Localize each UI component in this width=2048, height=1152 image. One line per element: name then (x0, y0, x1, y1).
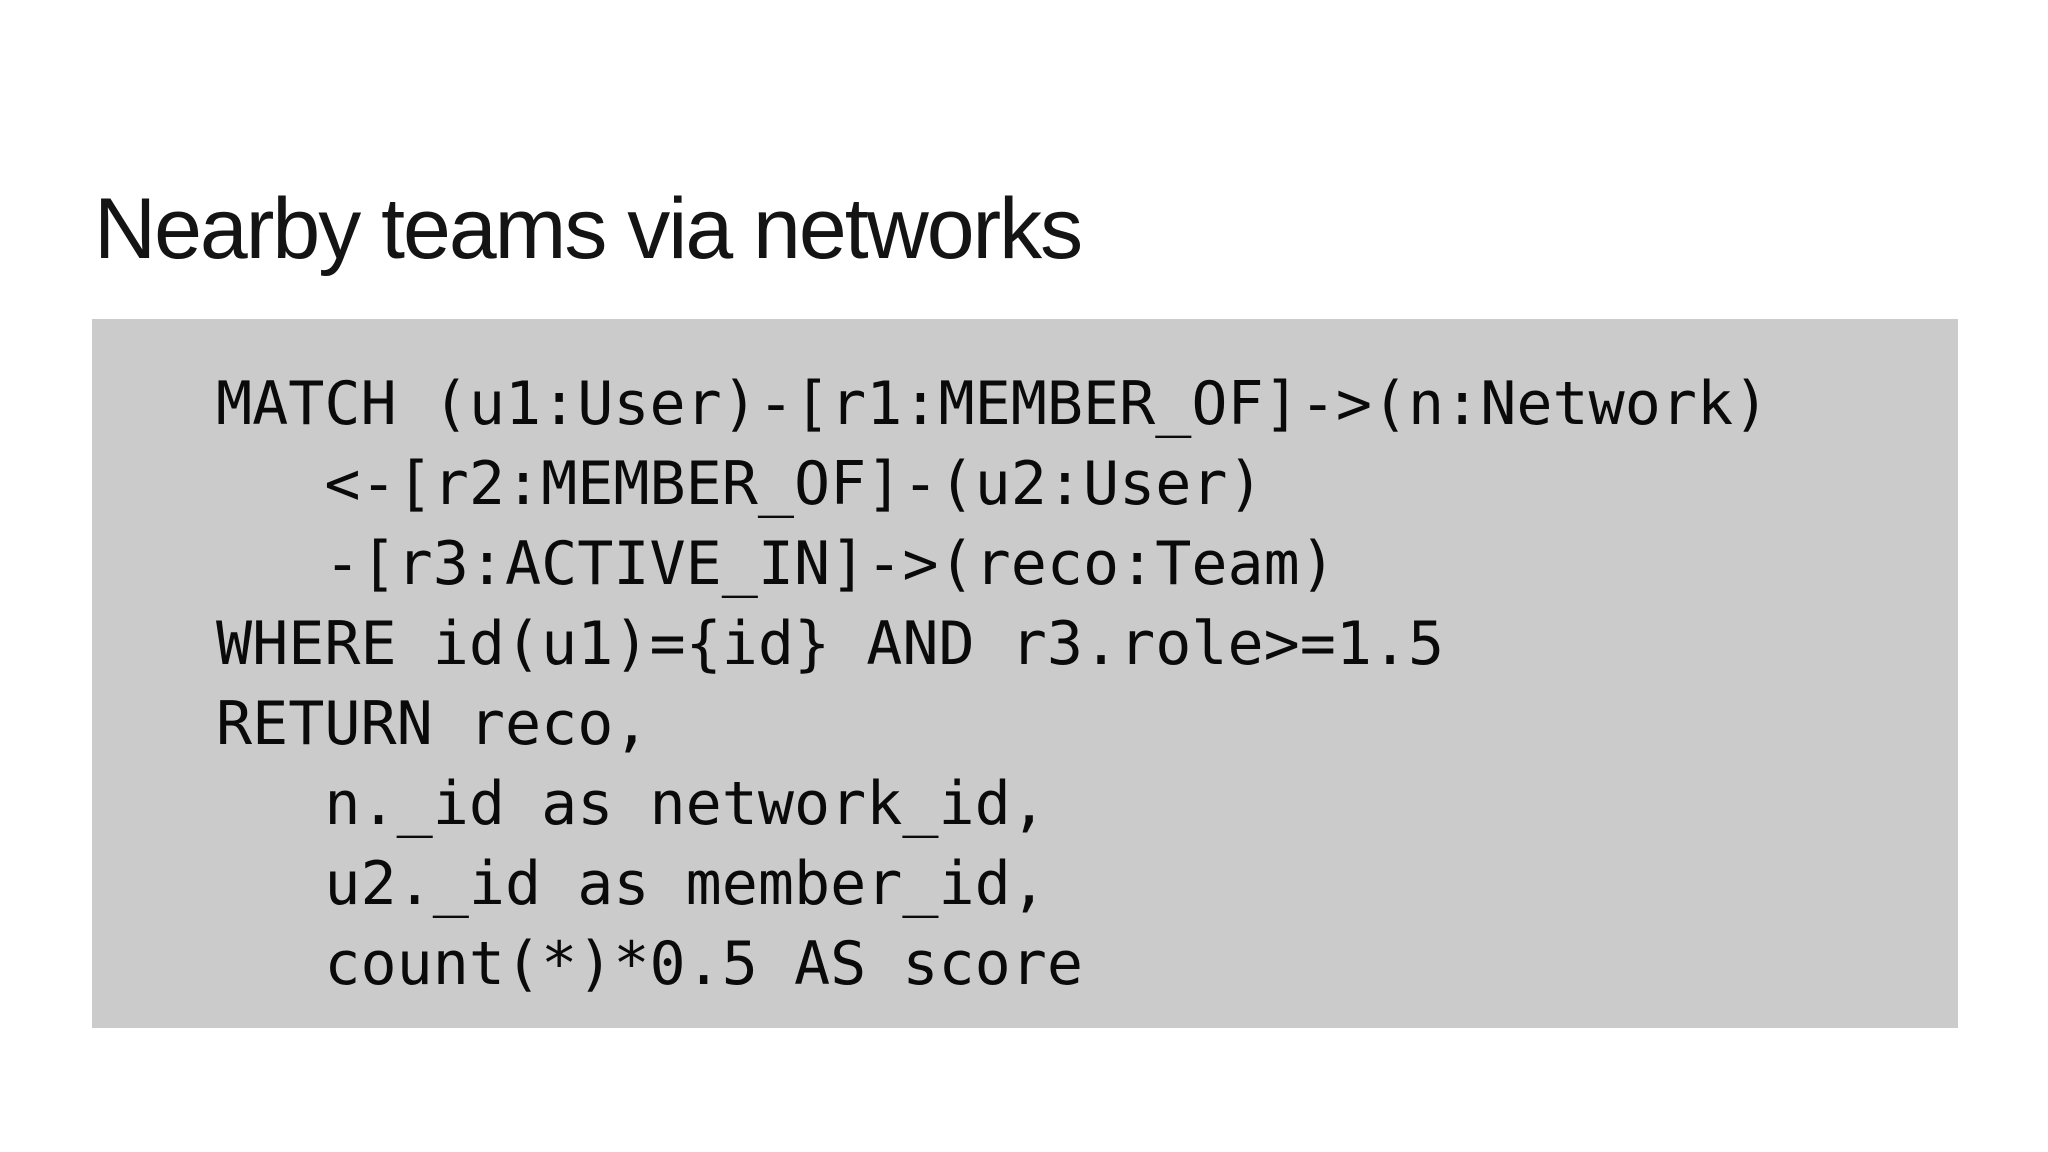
code-line: -[r3:ACTIVE_IN]->(reco:Team) (216, 529, 1336, 599)
code-line: MATCH (u1:User)-[r1:MEMBER_OF]->(n:Netwo… (216, 369, 1770, 439)
code-line: u2._id as member_id, (216, 849, 1047, 919)
code-line: n._id as network_id, (216, 769, 1047, 839)
slide-title: Nearby teams via networks (94, 180, 1083, 277)
code-line: WHERE id(u1)={id} AND r3.role>=1.5 (216, 609, 1445, 679)
code-line: <-[r2:MEMBER_OF]-(u2:User) (216, 449, 1264, 519)
code-line: RETURN reco, (216, 689, 650, 759)
code-line: count(*)*0.5 AS score (216, 929, 1083, 999)
code-block: MATCH (u1:User)-[r1:MEMBER_OF]->(n:Netwo… (92, 319, 1958, 1028)
